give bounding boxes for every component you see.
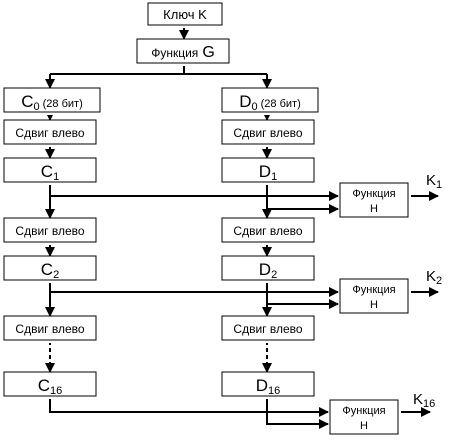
c1-box: C1 (3, 157, 99, 185)
shift-left-label: Сдвиг влево (15, 224, 84, 238)
function-h-letter: H (360, 420, 368, 432)
k1-label: K1 (426, 172, 442, 191)
function-h-box-1: Функция H (339, 182, 411, 220)
shift-left-box-d1: Сдвиг влево (221, 119, 317, 147)
c1-label: C1 (41, 162, 59, 183)
d0-label: D0(28 бит) (239, 92, 301, 113)
function-h-name: Функция (352, 284, 395, 296)
c0-box: C0(28 бит) (3, 87, 103, 115)
shift-left-box-d2: Сдвиг влево (221, 217, 317, 245)
shift-left-label: Сдвиг влево (15, 322, 84, 336)
c2-label: C2 (41, 260, 59, 281)
function-h-name: Функция (342, 405, 385, 417)
shift-left-box-d16: Сдвиг влево (221, 315, 317, 343)
function-h-box-2: Функция H (339, 278, 411, 316)
function-h-letter: H (370, 203, 378, 215)
shift-left-box-c1: Сдвиг влево (3, 119, 99, 147)
function-h-letter: H (370, 299, 378, 311)
c0-label: C0(28 бит) (21, 92, 83, 113)
d16-box: D16 (221, 371, 317, 399)
shift-left-label: Сдвиг влево (15, 126, 84, 140)
function-h-box-16: Функция H (329, 399, 401, 437)
d1-box: D1 (221, 157, 317, 185)
arrow-c16-to-h16 (49, 397, 329, 417)
shift-left-label: Сдвиг влево (233, 224, 302, 238)
shift-left-box-c16: Сдвиг влево (3, 315, 99, 343)
c16-label: C16 (38, 376, 63, 397)
k2-label: K2 (426, 268, 442, 287)
c16-box: C16 (3, 371, 99, 399)
shift-left-box-c2: Сдвиг влево (3, 217, 99, 245)
connectors (45, 28, 439, 429)
shift-left-label: Сдвиг влево (233, 126, 302, 140)
d0-box: D0(28 бит) (221, 87, 321, 115)
shift-left-label: Сдвиг влево (233, 322, 302, 336)
arrow-d16-to-h16 (266, 397, 329, 429)
c2-box: C2 (3, 255, 99, 283)
d16-label: D16 (256, 376, 281, 397)
d2-label: D2 (259, 260, 277, 281)
d1-label: D1 (259, 162, 277, 183)
k16-label: K16 (413, 391, 435, 410)
d2-box: D2 (221, 255, 317, 283)
key-label: Ключ K (163, 7, 207, 22)
key-box: Ключ K (147, 2, 225, 28)
function-h-name: Функция (352, 188, 395, 200)
